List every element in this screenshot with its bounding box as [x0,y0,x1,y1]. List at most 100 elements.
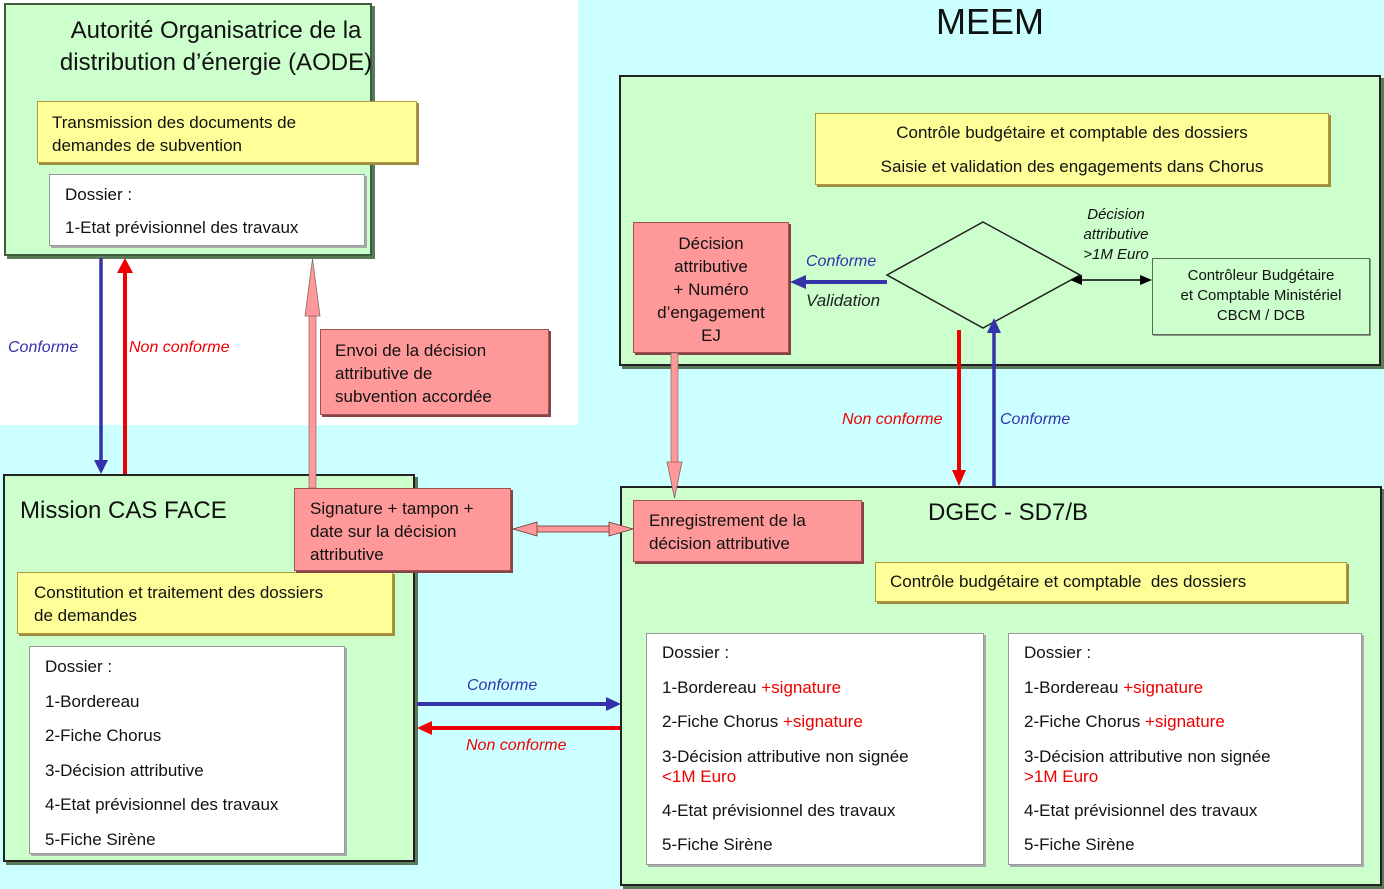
envoi-line: attributive de [335,364,433,383]
threshold-line: >1M Euro [1083,246,1149,263]
dgec-task-text: Contrôle budgétaire et comptable des dos… [890,572,1247,591]
validation-label: Validation [806,291,881,310]
dossier-item: 3-Décision attributive [45,760,204,780]
threshold-line: Décision [1087,206,1145,223]
aode-title-line1: Autorité Organisatrice de la [70,17,362,44]
meem-box: Contrôle budgétaire et comptable des dos… [619,75,1381,366]
dgec-dossier-low-list: 1-Bordereau +signature 2-Fiche Chorus +s… [662,678,968,856]
cas-face-dossier-box: Dossier : 1-Bordereau 2-Fiche Chorus 3-D… [29,646,345,854]
arrow-cas-dgec-conforme [417,697,621,711]
cas-task-line1: Constitution et traitement des dossiers [34,583,324,602]
aode-task-line2: demandes de subvention [52,136,242,155]
dossier-title: Dossier : [65,185,133,204]
meem-task-line1: Contrôle budgétaire et comptable des dos… [896,123,1248,142]
controller-line: CBCM / DCB [1216,307,1306,324]
item-text: 1-Bordereau [1024,677,1124,697]
meem-conforme-label: Conforme [806,253,877,270]
dossier-title: Dossier : [45,657,113,676]
cas-face-title: Mission CAS FACE [20,497,227,524]
dossier-item: 4-Etat prévisionnel des travaux [662,801,968,821]
dossier-title: Dossier : [1024,643,1092,662]
dossier-item: 5-Fiche Sirène [45,829,156,849]
dossier-item: 1-Bordereau [45,691,140,711]
enregistrement-line: décision attributive [649,534,790,553]
item-text: 3-Décision attributive non signée [662,746,909,766]
item-text: 5-Fiche Sirène [662,835,773,854]
cas-face-dossier-list: 1-Bordereau 2-Fiche Chorus 3-Décision at… [45,692,329,850]
meem-task-box: Contrôle budgétaire et comptable des dos… [815,113,1329,185]
item-extra: +signature [1123,677,1204,697]
dossier-item: 3-Décision attributive non signée<1M Eur… [662,747,968,787]
cas-face-task-box: Constitution et traitement des dossiers … [17,572,393,634]
dossier-title: Dossier : [662,643,730,662]
threshold-line: attributive [1083,226,1149,243]
platform-line: Plateforme [936,243,1020,262]
item-text: 2-Fiche Chorus [1024,712,1145,731]
aode-task-box: Transmission des documents de demandes d… [37,101,417,163]
aode-cas-non-conforme-label: Non conforme [129,339,230,356]
aode-dossier-box: Dossier : 1-Etat prévisionnel des travau… [49,174,365,246]
decision-ej-box: Décision attributive + Numéro d’engageme… [633,222,789,353]
item-extra: +signature [761,677,842,697]
aode-box: Autorité Organisatrice de la distributio… [4,3,417,256]
controller-line: Contrôleur Budgétaire [1187,267,1335,284]
item-text: 4-Etat prévisionnel des travaux [662,800,896,820]
dossier-item: 1-Bordereau +signature [662,678,968,698]
item-extra: +signature [782,712,863,731]
cas-dgec-conforme-label: Conforme [467,677,538,694]
platform-line: / MC2 [955,287,1001,306]
decision-line: attributive [674,257,748,276]
dossier-item: 3-Décision attributive non signée>1M Eur… [1024,747,1346,787]
dossier-item: 5-Fiche Sirène [662,835,968,855]
dossier-item: 4-Etat prévisionnel des travaux [1024,801,1346,821]
item-extra: +signature [1144,712,1225,731]
meem-dgec-conforme-label: Conforme [1000,411,1071,428]
dossier-item: 1-Bordereau +signature [1024,678,1346,698]
threshold-label: Décision attributive >1M Euro [1066,205,1166,265]
dgec-task-box: Contrôle budgétaire et comptable des dos… [875,562,1347,602]
item-text: 1-Bordereau [662,677,762,697]
dossier-item: 2-Fiche Chorus +signature [662,712,968,732]
item-text: 5-Fiche Sirène [1024,835,1135,854]
enregistrement-line: Enregistrement de la [649,511,806,530]
decision-line: EJ [701,326,721,345]
aode-cas-conforme-label: Conforme [8,339,79,356]
dossier-item: 4-Etat prévisionnel des travaux [45,795,279,814]
item-text: 3-Décision attributive non signée [1024,746,1271,766]
dossier-item: 1-Etat prévisionnel des travaux [65,218,299,237]
dgec-title: DGEC - SD7/B [928,499,1089,526]
platform-line: Comptable [936,265,1020,284]
decision-line: + Numéro [673,280,749,299]
controller-box: Contrôleur Budgétaire et Comptable Minis… [1152,258,1370,335]
cas-task-line2: de demandes [34,606,138,625]
meem-task-line2: Saisie et validation des engagements dan… [880,157,1264,176]
cas-dgec-non-conforme-label: Non conforme [466,737,567,754]
aode-title: Autorité Organisatrice de la distributio… [6,15,426,79]
arrow-signature-enregistrement [511,521,635,537]
meem-dgec-non-conforme-label: Non conforme [842,411,943,428]
dgec-dossier-low-box: Dossier : 1-Bordereau +signature 2-Fiche… [646,633,984,865]
dgec-dossier-high-box: Dossier : 1-Bordereau +signature 2-Fiche… [1008,633,1362,865]
item-extra: <1M Euro [662,766,737,786]
aode-title-line2: distribution d’énergie (AODE) [59,49,373,76]
dossier-item: 2-Fiche Chorus +signature [1024,712,1346,732]
envoi-line: subvention accordée [335,387,492,406]
item-text: 4-Etat prévisionnel des travaux [1024,800,1258,820]
dgec-dossier-high-list: 1-Bordereau +signature 2-Fiche Chorus +s… [1024,678,1346,856]
signature-line: Signature + tampon + [310,499,474,518]
decision-line: Décision [678,234,744,253]
item-text: 2-Fiche Chorus [662,712,783,731]
aode-task-line1: Transmission des documents de [52,113,297,132]
signature-box: Signature + tampon + date sur la décisio… [294,488,511,571]
enregistrement-box: Enregistrement de la décision attributiv… [633,500,862,562]
signature-line: attributive [310,545,384,564]
platform-label: Plateforme Comptable / MC2 [900,242,1056,308]
envoi-line: Envoi de la décision [335,341,487,360]
envoi-decision-box: Envoi de la décision attributive de subv… [320,329,549,415]
signature-line: date sur la décision [310,522,457,541]
dossier-item: 2-Fiche Chorus [45,726,162,745]
item-extra: >1M Euro [1024,766,1099,786]
controller-line: et Comptable Ministériel [1180,287,1342,304]
dossier-item: 5-Fiche Sirène [1024,835,1346,855]
arrow-decision-ej-enregistrement [666,352,683,499]
